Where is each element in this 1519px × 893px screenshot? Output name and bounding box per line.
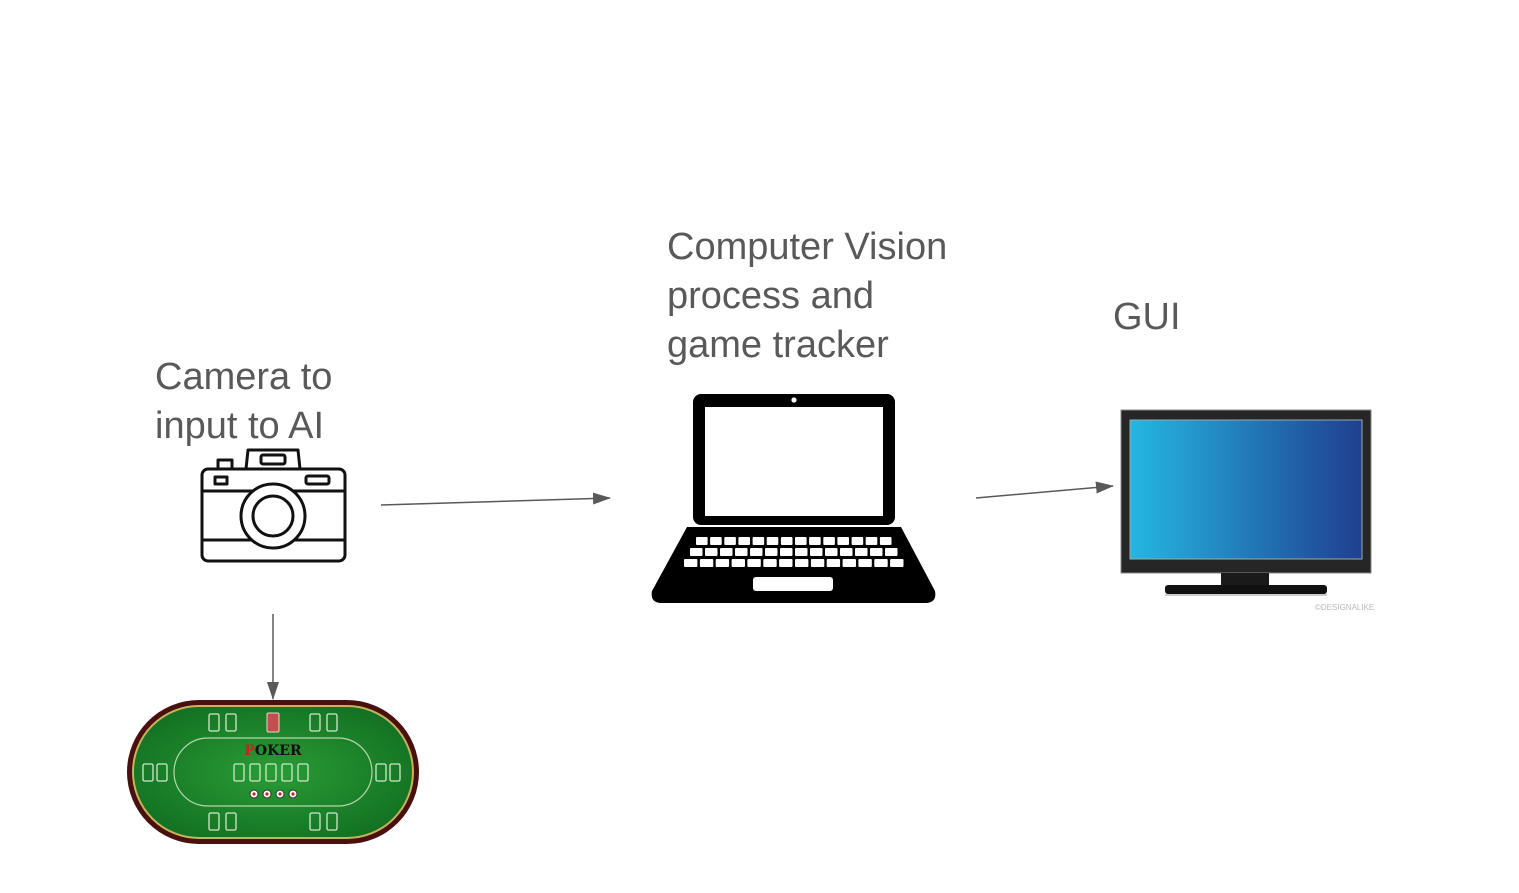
keyboard-key	[752, 537, 765, 545]
keyboard	[684, 537, 904, 567]
keyboard-key	[699, 559, 714, 567]
keyboard-key	[842, 559, 856, 567]
poker-chips	[249, 789, 298, 799]
keyboard-key	[731, 559, 745, 567]
keyboard-key	[705, 548, 718, 556]
keyboard-key	[763, 559, 777, 567]
keyboard-key	[690, 548, 703, 556]
camera-label-line-1: Camera to	[155, 356, 333, 398]
cv-label-line-1: Computer Vision	[667, 226, 948, 268]
poker-table-text: POKER	[244, 743, 302, 759]
keyboard-key	[855, 548, 868, 556]
keyboard-key	[795, 537, 807, 545]
keyboard-key	[724, 537, 736, 545]
keyboard-key	[747, 559, 761, 567]
keyboard-key	[696, 537, 708, 545]
keyboard-key	[795, 548, 808, 556]
keyboard-key	[810, 548, 823, 556]
gui-label: GUI	[1113, 293, 1181, 342]
cv-label-line-2: process and	[667, 275, 875, 317]
keyboard-key	[825, 548, 838, 556]
keyboard-key	[851, 537, 864, 545]
camera-icon	[200, 448, 347, 563]
gui-label-line-1: GUI	[1113, 296, 1181, 338]
poker-table-icon: POKER	[127, 700, 419, 844]
keyboard-key	[765, 548, 778, 556]
keyboard-key	[809, 537, 821, 545]
camera-label-line-2: input to AI	[155, 405, 325, 447]
arrow-laptop-to-monitor	[975, 481, 1114, 499]
keyboard-key	[865, 537, 878, 545]
monitor-icon	[1120, 409, 1372, 596]
keyboard-key	[795, 559, 809, 567]
keyboard-key	[684, 559, 698, 567]
computer-vision-label: Computer Vision process and game tracker	[667, 223, 947, 370]
keyboard-key	[890, 559, 904, 567]
keyboard-key	[780, 548, 793, 556]
keyboard-key	[780, 537, 793, 545]
watermark-text: ©DESIGNALIKE	[1315, 603, 1375, 612]
keyboard-key	[826, 559, 841, 567]
keyboard-key	[810, 559, 825, 567]
keyboard-key	[766, 537, 779, 545]
keyboard-key	[715, 559, 730, 567]
keyboard-key	[874, 559, 888, 567]
keyboard-key	[823, 537, 835, 545]
arrow-camera-to-laptop	[380, 492, 611, 506]
camera-label: Camera to input to AI	[155, 353, 332, 451]
keyboard-key	[710, 537, 722, 545]
keyboard-key	[738, 537, 750, 545]
keyboard-key	[837, 537, 849, 545]
laptop-icon	[651, 394, 936, 603]
keyboard-key	[840, 548, 853, 556]
keyboard-key	[885, 548, 898, 556]
keyboard-key	[870, 548, 883, 556]
keyboard-key	[750, 548, 763, 556]
keyboard-key	[779, 559, 793, 567]
keyboard-key	[879, 537, 892, 545]
keyboard-key	[720, 548, 733, 556]
cv-label-line-3: game tracker	[667, 324, 889, 366]
keyboard-key	[858, 559, 872, 567]
keyboard-key	[735, 548, 748, 556]
